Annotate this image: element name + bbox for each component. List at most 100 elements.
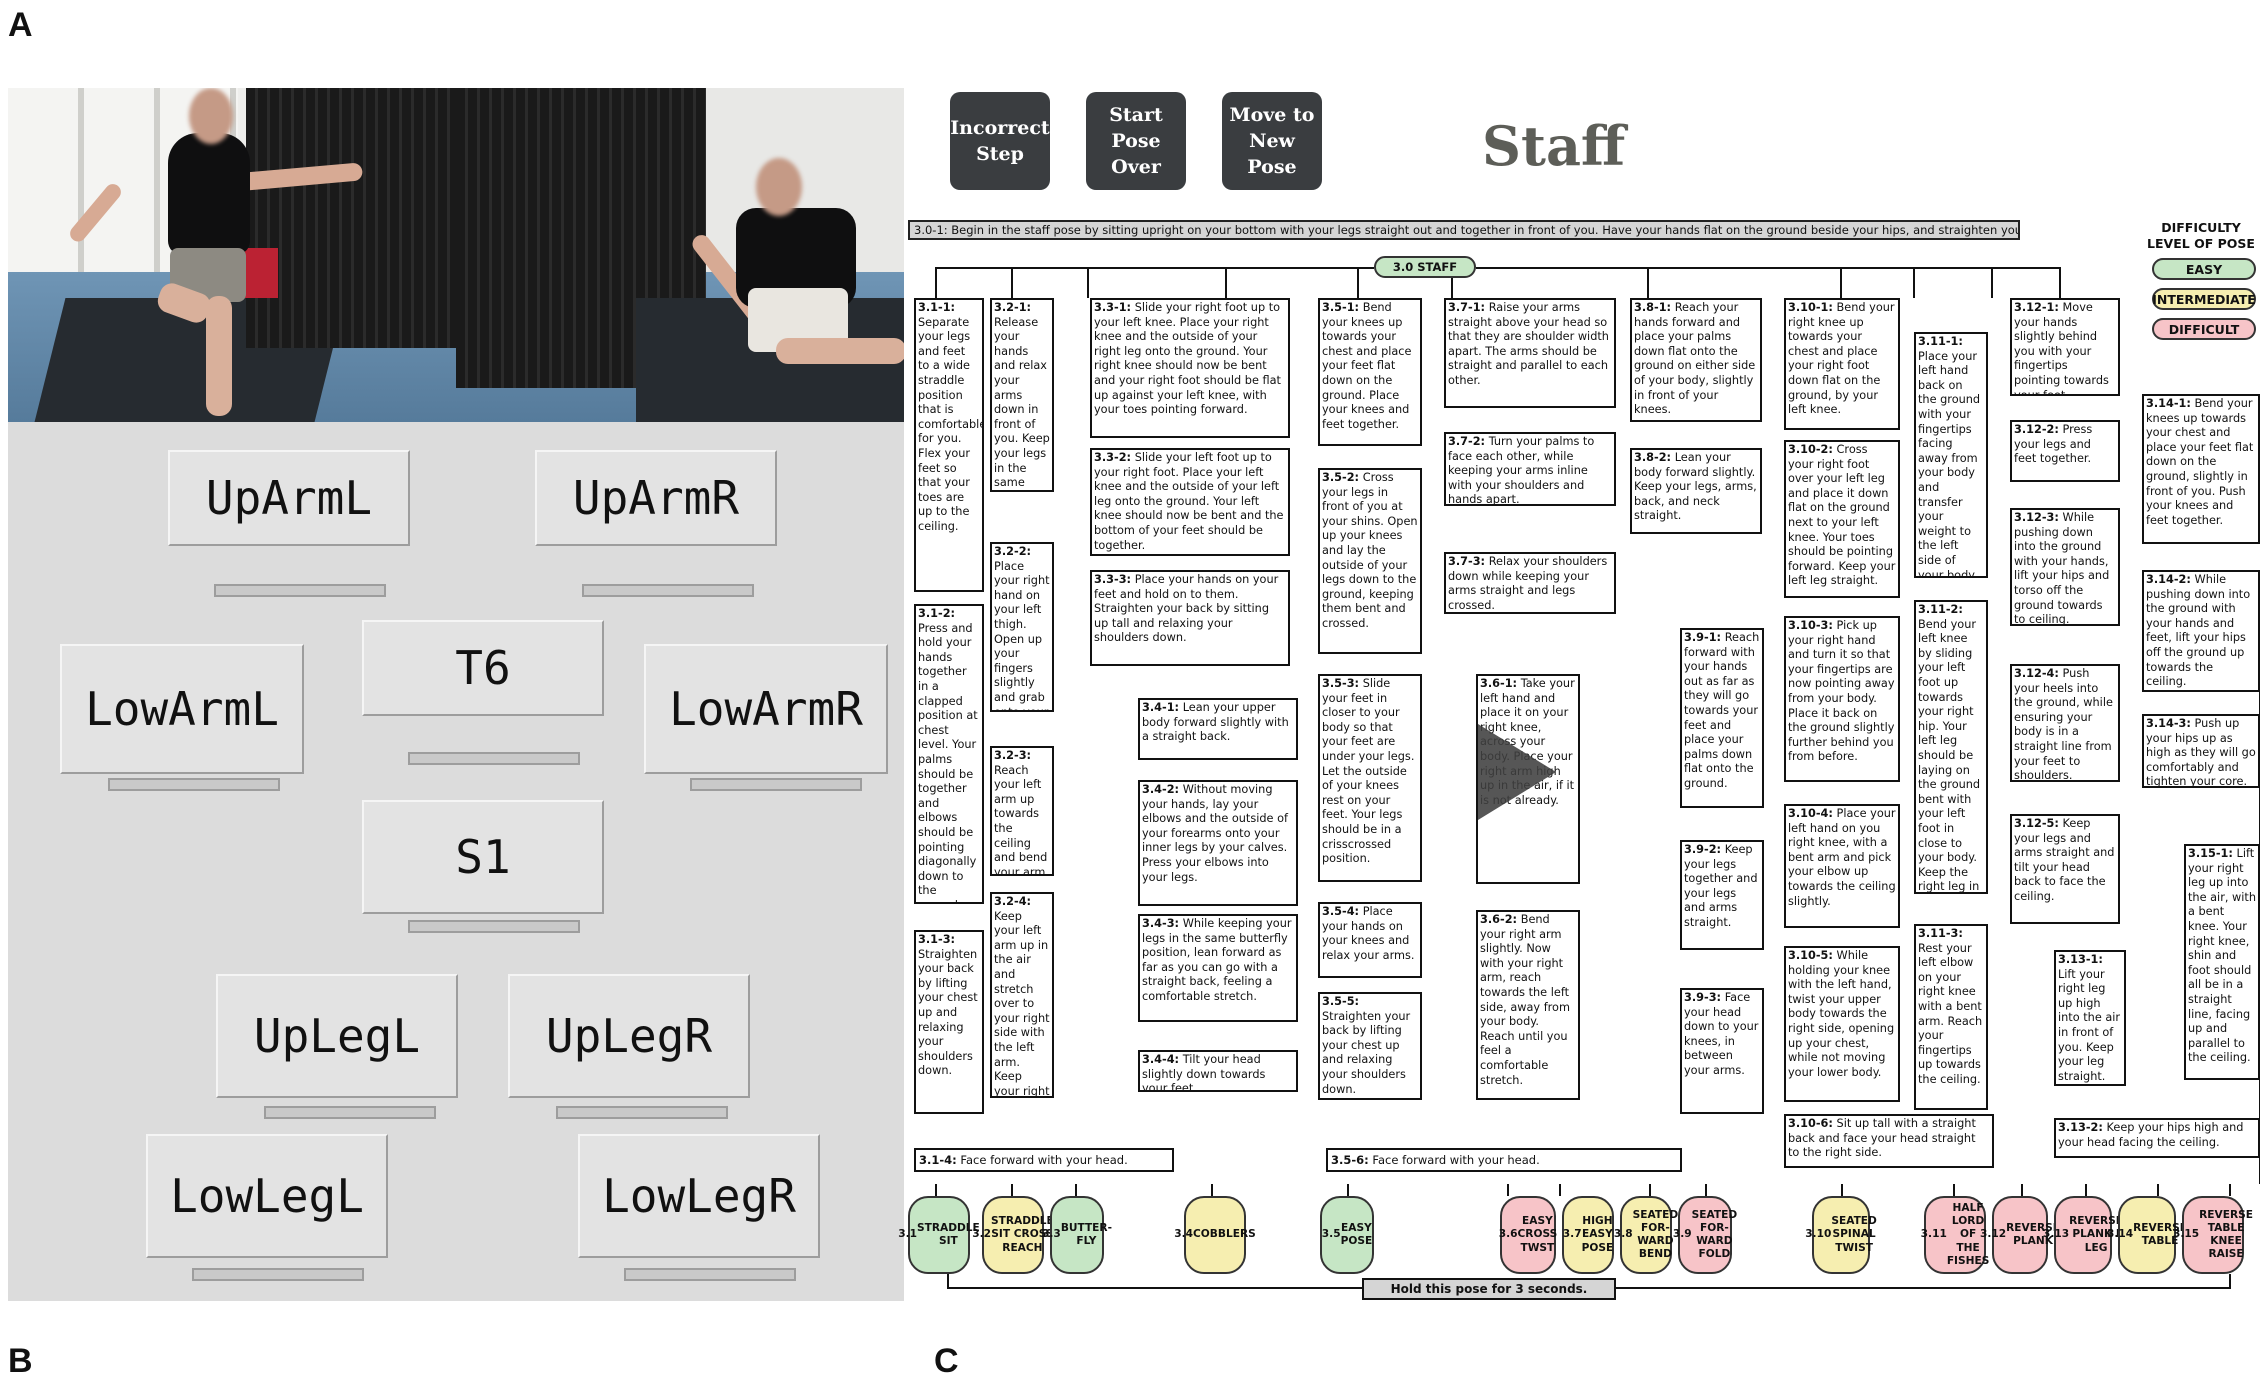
sensor-bar-uplegl xyxy=(264,1106,436,1119)
step-3-1-2: 3.1-2: Press and hold your hands togethe… xyxy=(914,604,984,904)
sensor-button-uplegl[interactable]: UpLegL xyxy=(216,974,458,1098)
sensor-button-lowarmr[interactable]: LowArmR xyxy=(644,644,888,774)
step-3-4-3: 3.4-3: While keeping your legs in the sa… xyxy=(1138,914,1298,1022)
step-3-10-6: 3.10-6: Sit up tall with a straight back… xyxy=(1784,1114,1994,1168)
step-3-7-2: 3.7-2: Turn your palms to face each othe… xyxy=(1444,432,1616,506)
step-3-13-2: 3.13-2: Keep your hips high and your hea… xyxy=(2054,1118,2260,1158)
sensor-button-uparml[interactable]: UpArmL xyxy=(168,450,410,546)
step-3-9-3: 3.9-3: Face your head down to your knees… xyxy=(1680,988,1764,1114)
step-3-11-1: 3.11-1: Place your left hand back on the… xyxy=(1914,332,1988,578)
sensor-button-lowlegl[interactable]: LowLegL xyxy=(146,1134,388,1258)
step-3-2-4: 3.2-4: Keep your left arm up in the air … xyxy=(990,892,1054,1098)
step-3-9-1: 3.9-1: Reach forward with your hands out… xyxy=(1680,628,1764,808)
sensor-bar-s1 xyxy=(408,920,580,933)
step-3-2-2: 3.2-2: Place your right hand on your lef… xyxy=(990,542,1054,712)
sensor-panel: UpArmL UpArmR LowArmL T6 LowArmR S1 UpLe… xyxy=(8,422,904,1301)
sensor-button-s1[interactable]: S1 xyxy=(362,800,604,914)
legend-difficult: DIFFICULT xyxy=(2152,318,2256,340)
step-3-2-1: 3.2-1: Release your hands and relax your… xyxy=(990,298,1054,492)
pose-title: Staff xyxy=(1482,114,1626,178)
sensor-bar-lowlegl xyxy=(192,1268,364,1281)
step-3-1-3: 3.1-3: Straighten your back by lifting y… xyxy=(914,930,984,1114)
step-3-10-2: 3.10-2: Cross your right foot over your … xyxy=(1784,440,1900,598)
panel-label-a: A xyxy=(8,6,33,44)
side-view-photo xyxy=(456,88,904,422)
play-icon[interactable] xyxy=(1478,724,1556,820)
panel-label-b: B xyxy=(8,1342,33,1380)
pose-flowchart: Incorrect Step Start Pose Over Move to N… xyxy=(898,84,2260,1304)
step-3-5-2: 3.5-2: Cross your legs in front of you a… xyxy=(1318,468,1422,654)
sensor-bar-uplegr xyxy=(556,1106,728,1119)
difficulty-legend-title: DIFFICULTY LEVEL OF POSE xyxy=(2147,220,2255,251)
step-3-11-2: 3.11-2: Bend your left knee by sliding y… xyxy=(1914,600,1988,894)
sensor-bar-lowarml xyxy=(108,778,280,791)
step-3-3-3: 3.3-3: Place your hands on your feet and… xyxy=(1090,570,1290,666)
step-3-3-1: 3.3-1: Slide your right foot up to your … xyxy=(1090,298,1290,438)
sensor-button-t6[interactable]: T6 xyxy=(362,620,604,716)
legend-intermediate: INTERMEDIATE xyxy=(2152,288,2256,310)
step-3-8-1: 3.8-1: Reach your hands forward and plac… xyxy=(1630,298,1762,422)
step-3-5-3: 3.5-3: Slide your feet in closer to your… xyxy=(1318,674,1422,882)
step-3-1-1: 3.1-1: Separate your legs and feet to a … xyxy=(914,298,984,592)
step-3-4-1: 3.4-1: Lean your upper body forward slig… xyxy=(1138,698,1298,760)
sensor-button-uparmr[interactable]: UpArmR xyxy=(535,450,777,546)
start-pose-over-button[interactable]: Start Pose Over xyxy=(1086,92,1186,190)
step-3-10-5: 3.10-5: While holding your knee with the… xyxy=(1784,946,1900,1102)
step-3-4-2: 3.4-2: Without moving your hands, lay yo… xyxy=(1138,780,1298,906)
front-view-photo xyxy=(8,88,456,422)
root-pose-staff: 3.0 STAFF xyxy=(1374,256,1476,278)
step-3-14-1: 3.14-1: Bend your knees up towards your … xyxy=(2142,394,2260,544)
step-3-5-4: 3.5-4: Place your hands on your knees an… xyxy=(1318,902,1422,978)
step-3-12-5: 3.12-5: Keep your legs and arms straight… xyxy=(2010,814,2120,924)
step-3-12-2: 3.12-2: Press your legs and feet togethe… xyxy=(2010,420,2120,482)
sensor-button-lowlegr[interactable]: LowLegR xyxy=(578,1134,820,1258)
sensor-button-uplegr[interactable]: UpLegR xyxy=(508,974,750,1098)
step-3-13-1: 3.13-1: Lift your right leg up high into… xyxy=(2054,950,2126,1086)
step-3-15-1: 3.15-1: Lift your right leg up into the … xyxy=(2184,844,2260,1080)
intro-step: 3.0-1: Begin in the staff pose by sittin… xyxy=(908,220,2020,240)
step-3-7-1: 3.7-1: Raise your arms straight above yo… xyxy=(1444,298,1616,408)
step-3-10-4: 3.10-4: Place your left hand on you righ… xyxy=(1784,804,1900,928)
move-to-new-pose-button[interactable]: Move to New Pose xyxy=(1222,92,1322,190)
sensor-button-lowarml[interactable]: LowArmL xyxy=(60,644,304,774)
step-3-8-2: 3.8-2: Lean your body forward slightly. … xyxy=(1630,448,1762,534)
sensor-bar-uparmr xyxy=(582,584,754,597)
step-3-10-3: 3.10-3: Pick up your right hand and turn… xyxy=(1784,616,1900,782)
step-3-2-3: 3.2-3: Reach your left arm up towards th… xyxy=(990,746,1054,876)
step-3-12-1: 3.12-1: Move your hands slightly behind … xyxy=(2010,298,2120,396)
step-3-5-5: 3.5-5: Straighten your back by lifting y… xyxy=(1318,992,1422,1100)
step-3-10-1: 3.10-1: Bend your right knee up towards … xyxy=(1784,298,1900,430)
step-3-5-1: 3.5-1: Bend your knees up towards your c… xyxy=(1318,298,1422,446)
legend-easy: EASY xyxy=(2152,258,2256,280)
step-3-4-4: 3.4-4: Tilt your head slightly down towa… xyxy=(1138,1050,1298,1092)
step-3-9-2: 3.9-2: Keep your legs together and your … xyxy=(1680,840,1764,950)
step-3-6-2: 3.6-2: Bend your right arm slightly. Now… xyxy=(1476,910,1580,1100)
step-3-14-3: 3.14-3: Push up your hips up as high as … xyxy=(2142,714,2260,788)
step-3-3-2: 3.3-2: Slide your left foot up to your r… xyxy=(1090,448,1290,556)
incorrect-step-button[interactable]: Incorrect Step xyxy=(950,92,1050,190)
step-3-11-3: 3.11-3: Rest your left elbow on your rig… xyxy=(1914,924,1988,1110)
sensor-bar-uparml xyxy=(214,584,386,597)
sensor-bar-lowarmr xyxy=(690,778,862,791)
step-3-7-3: 3.7-3: Relax your shoulders down while k… xyxy=(1444,552,1616,614)
step-3-12-4: 3.12-4: Push your heels into the ground,… xyxy=(2010,664,2120,782)
step-3-14-2: 3.14-2: While pushing down into the grou… xyxy=(2142,570,2260,692)
step-3-12-3: 3.12-3: While pushing down into the grou… xyxy=(2010,508,2120,626)
flowchart-connectors xyxy=(935,267,2260,1289)
panel-label-c: C xyxy=(934,1342,959,1380)
